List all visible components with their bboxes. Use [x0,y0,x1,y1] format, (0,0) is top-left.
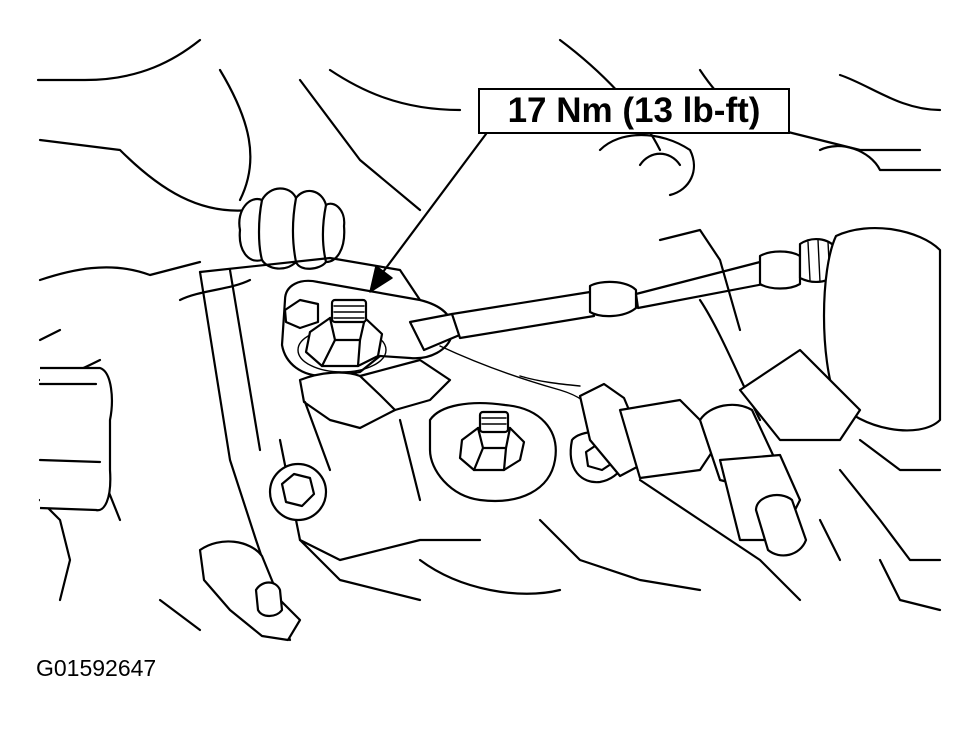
torque-spec-label: 17 Nm (13 lb-ft) [507,91,761,130]
cable-bolt [283,298,387,373]
torque-callout-box: 17 Nm (13 lb-ft) [478,88,790,134]
lower-bolt-center [458,410,526,472]
left-pipe [38,366,113,512]
lower-bolt-left [268,462,328,522]
background-casting [36,38,942,632]
figure-id-label: G01592647 [36,655,157,681]
rubber-boot [238,187,346,270]
right-housing [578,226,942,612]
lower-left-hose [198,518,702,642]
callout-leader-arrow [369,132,488,293]
